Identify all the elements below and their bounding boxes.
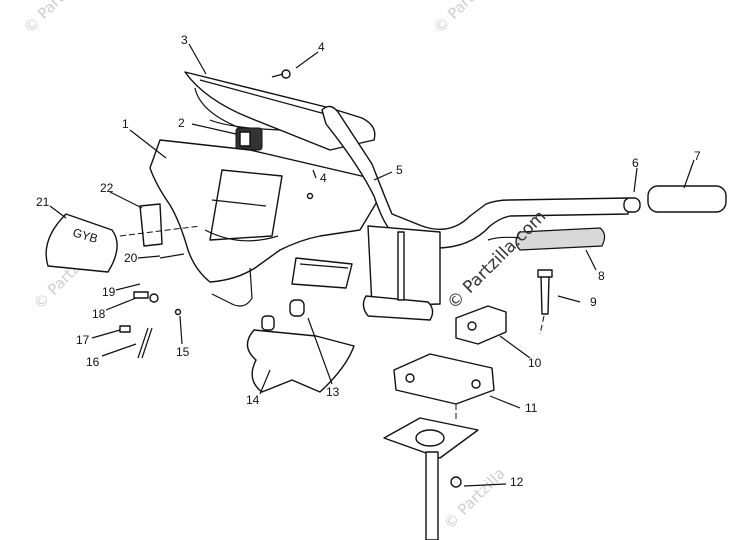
callout-17: 17 (76, 333, 90, 347)
part-21-lettering: GYB (71, 225, 99, 245)
watermark-faint-top-left: © Partzilla (20, 0, 89, 37)
part-1-front-panel (149, 139, 380, 307)
callout-12: 12 (510, 475, 524, 489)
leader-lines (49, 43, 695, 487)
part-13-bushing (261, 299, 305, 331)
callout-4-top: 4 (318, 40, 325, 54)
part-7-grip-right (647, 185, 727, 213)
callout-13: 13 (326, 385, 340, 399)
callout-16: 16 (86, 355, 100, 369)
callout-5: 5 (396, 163, 403, 177)
callout-14: 14 (246, 393, 260, 407)
callout-15: 15 (176, 345, 190, 359)
callout-21: 21 (36, 195, 50, 209)
callout-7: 7 (694, 149, 701, 163)
callout-3: 3 (181, 33, 188, 47)
callout-19: 19 (102, 285, 116, 299)
small-hardware (119, 253, 185, 359)
part-10-upper-clamp (455, 305, 507, 345)
part-8-grip-left (487, 227, 606, 251)
part-22-bracket (119, 203, 201, 247)
watermark-faint-bottom-right: © Partzilla (440, 464, 509, 533)
part-5-handlebar (321, 105, 629, 321)
part-12-mounting-plate (383, 417, 479, 540)
watermark-faint-top-mid: © Partzilla (430, 0, 499, 37)
part-14-lower-shroud (246, 329, 355, 393)
part-11-lower-clamp (393, 353, 495, 420)
part-3-top-cover (184, 71, 376, 151)
callout-6: 6 (632, 156, 639, 170)
callout-9: 9 (590, 295, 597, 309)
callout-22: 22 (100, 181, 114, 195)
callout-8: 8 (598, 269, 605, 283)
callout-10: 10 (528, 356, 542, 370)
callout-11: 11 (525, 401, 538, 415)
part-21-cover: GYB (45, 213, 118, 273)
callout-20: 20 (124, 251, 138, 265)
callout-18: 18 (92, 307, 106, 321)
part-9-bolt (537, 269, 553, 335)
part-2-switch (235, 127, 263, 151)
callout-4-mid: 4 (320, 171, 327, 185)
callout-1: 1 (122, 117, 129, 131)
part-6-end-cap (623, 197, 641, 213)
watermark-main: © Partzilla.com (443, 207, 550, 314)
callout-2: 2 (178, 116, 185, 130)
part-4-screw-top (271, 69, 291, 79)
